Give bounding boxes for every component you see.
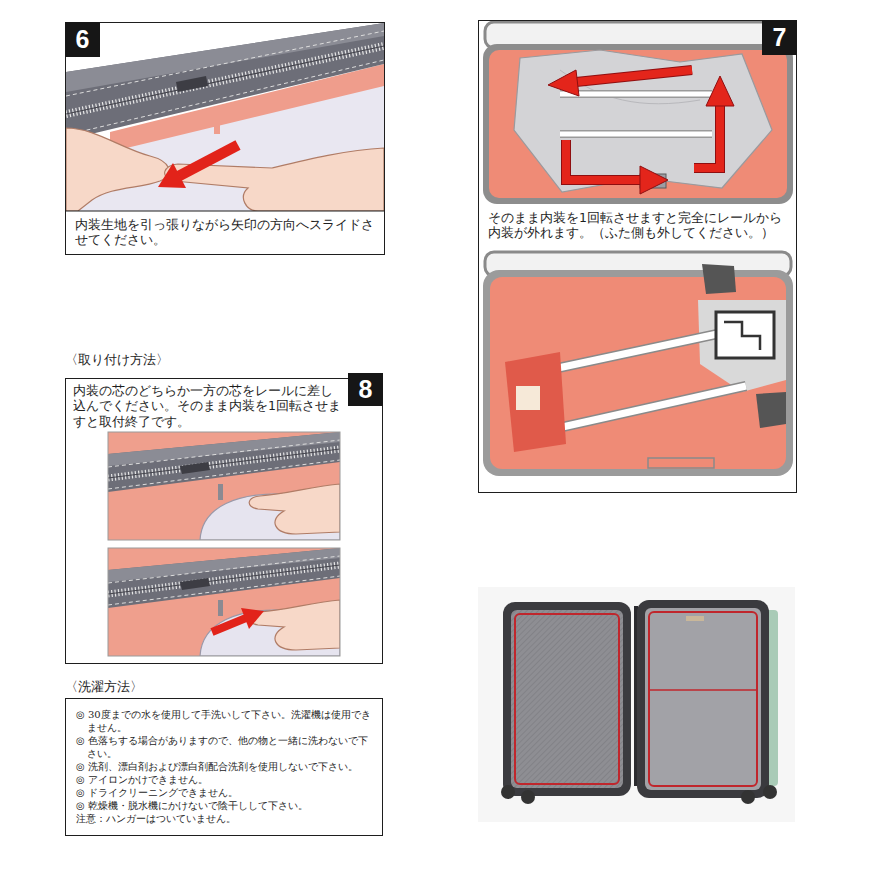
pocket-zipper (649, 689, 757, 691)
lining (490, 277, 786, 469)
handle-housing (716, 312, 774, 358)
step-number-badge: 8 (348, 373, 383, 406)
direction-arrow (241, 608, 264, 629)
rotation-arrow (694, 104, 720, 168)
rail-end (505, 352, 566, 452)
direction-arrow (158, 163, 186, 188)
text-group: 7 (773, 25, 787, 50)
rotation-illustration (483, 22, 793, 204)
instruction-panel: 内装の芯のどちらか一方の芯をレールに差し込んでください。そのまま内装を1回転させ… (65, 378, 383, 664)
lining (645, 608, 761, 790)
corner-patch (702, 264, 736, 294)
text-group: 内装生地を引っ張りながら矢印の方向へスライドさせてください。 (75, 217, 375, 248)
suitcase-photo (478, 587, 795, 822)
rail (560, 130, 712, 138)
stitch (66, 60, 384, 135)
lining-removal-illustration (66, 23, 384, 211)
care-instruction-line: ◎ 洗剤、漂白剤および漂白剤配合洗剤を使用しないで下さい。 (76, 760, 374, 773)
step-number: 7 (773, 25, 787, 50)
care-instruction-line: ◎ 色落ちする場合がありますので、他の物と一緒に洗わないで下さい。 (76, 734, 374, 760)
lining (489, 50, 787, 198)
rail-end (516, 386, 540, 410)
zipper (515, 614, 619, 784)
shell (503, 602, 631, 796)
text-group: 6 (76, 27, 90, 52)
rail (560, 132, 712, 137)
rotation-arrow (566, 140, 642, 180)
rail (540, 386, 746, 432)
wheel (741, 790, 755, 804)
fold (560, 70, 700, 104)
zipper (66, 46, 384, 114)
background (66, 23, 384, 211)
direction-arrow (179, 145, 238, 176)
care-instructions-box: ◎ 30度までの水を使用して手洗いして下さい。洗濯機は使用できません。◎ 色落ち… (65, 698, 383, 836)
rail-band (66, 23, 384, 140)
rotation-arrow (706, 76, 734, 106)
rotation-arrow (694, 104, 720, 168)
rotation-arrow (566, 140, 642, 180)
wheel (763, 785, 777, 799)
rail (560, 90, 712, 98)
photo-background (478, 587, 795, 822)
mechanism-cover (698, 300, 786, 392)
hand (66, 128, 169, 211)
instruction-panel: 内装生地を引っ張りながら矢印の方向へスライドさせてください。 6 (65, 22, 385, 255)
shell (483, 44, 793, 204)
zipper (649, 612, 757, 786)
rotation-arrow (548, 70, 579, 96)
step-number: 6 (76, 27, 90, 52)
mesh-lining (511, 610, 623, 788)
care-instruction-line: ◎ 30度までの水を使用して手洗いして下さい。洗濯機は使用できません。 (76, 708, 374, 734)
shell (483, 270, 793, 476)
text-group: ◎ 30度までの水を使用して手洗いして下さい。洗濯機は使用できません。◎ 色落ち… (66, 699, 382, 831)
caption-text: そのまま内装を1回転させますと完全にレールから内装が外れます。（ふた側も外してく… (488, 210, 786, 241)
bracket (648, 458, 714, 468)
zipper-pull (176, 76, 208, 92)
instruction-panel: そのまま内装を1回転させますと完全にレールから内装が外れます。（ふた側も外してく… (478, 20, 797, 493)
core-tab (214, 108, 220, 134)
rotation-arrow (576, 70, 692, 82)
text-group: そのまま内装を1回転させますと完全にレールから内装が外れます。（ふた側も外してく… (488, 210, 786, 241)
rail (540, 386, 746, 432)
wheel (521, 790, 535, 804)
section-heading: 〈取り付け方法〉 (65, 352, 169, 369)
shell (637, 600, 769, 798)
care-instruction-line: ◎ ドライクリーニングできません。 (76, 786, 374, 799)
care-instruction-line: 注意：ハンガーはついていません。 (76, 812, 374, 825)
handle-housing (724, 322, 760, 350)
step-number: 8 (359, 377, 373, 402)
text-group: 内装の芯のどちらか一方の芯をレールに差し込んでください。そのまま内装を1回転させ… (73, 383, 345, 429)
caption-text: 内装の芯のどちらか一方の芯をレールに差し込んでください。そのまま内装を1回転させ… (73, 383, 345, 429)
section-heading: 〈洗濯方法〉 (65, 679, 143, 696)
step-number-badge: 6 (65, 22, 100, 57)
rotation-arrow (576, 70, 692, 82)
label-tag (686, 616, 704, 621)
corner-patch (756, 392, 786, 428)
step-number-badge: 7 (762, 20, 797, 55)
divider (65, 211, 385, 212)
wheel (501, 785, 515, 799)
care-instruction-line: ◎ 乾燥機・脱水機にかけないで陰干しして下さい。 (76, 799, 374, 812)
care-instruction-line: ◎ アイロンかけできません。 (76, 773, 374, 786)
removed-lining-illustration (483, 252, 793, 476)
hand (165, 148, 384, 211)
rotation-arrow (640, 166, 668, 194)
stitch (66, 31, 384, 96)
zipper (66, 46, 384, 114)
text-group: 8 (359, 377, 373, 402)
caption-text: 内装生地を引っ張りながら矢印の方向へスライドさせてください。 (75, 217, 375, 248)
direction-arrow (212, 618, 246, 632)
rail (560, 92, 712, 97)
